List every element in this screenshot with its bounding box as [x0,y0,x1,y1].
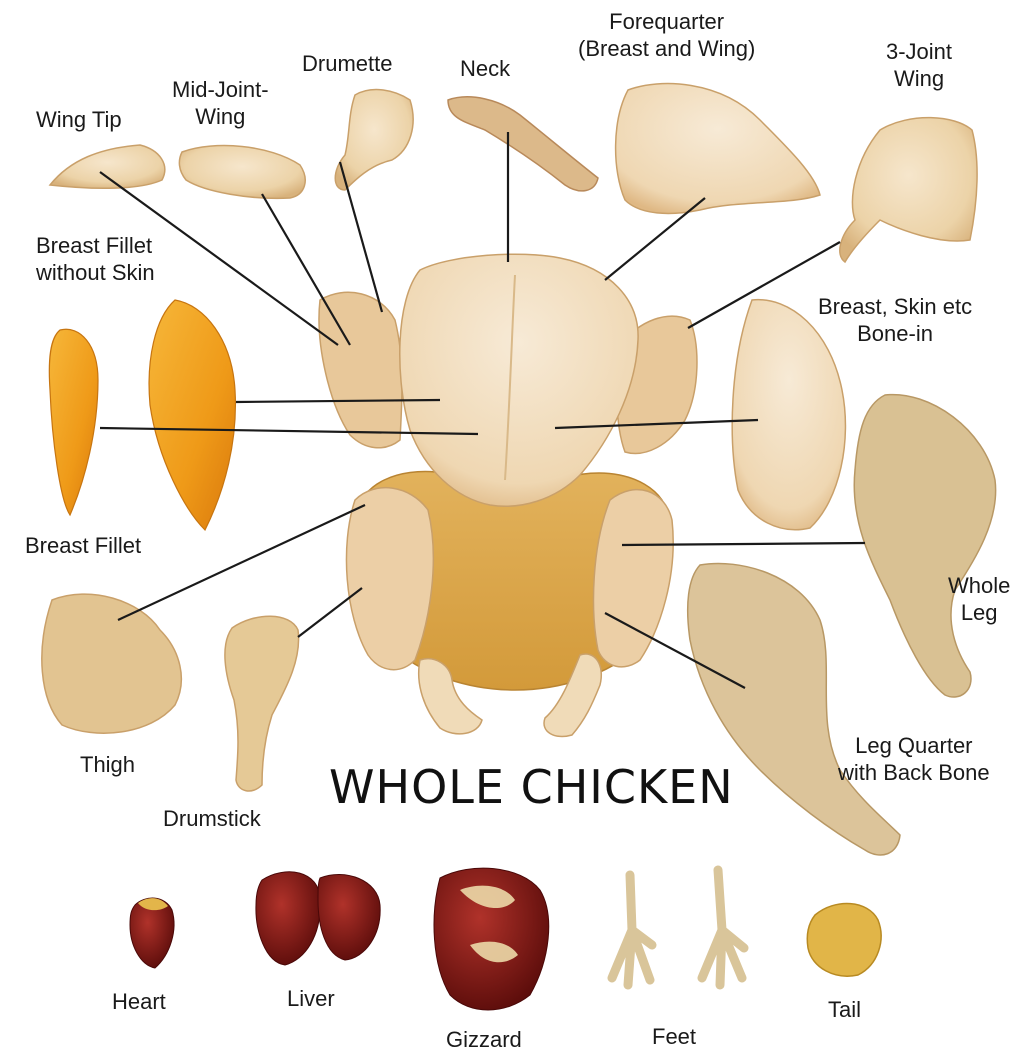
breast-fillet-piece [49,329,98,515]
label-neck: Neck [460,55,510,82]
whole-leg-piece [854,395,995,697]
three-joint-wing-piece [840,118,977,262]
label-breast-fillet-without-skin: Breast Fillet without Skin [36,232,155,286]
wing-tip-piece [50,145,165,188]
label-breast-bone-in: Breast, Skin etc Bone-in [818,293,972,347]
thigh-piece [42,594,181,733]
label-drumstick: Drumstick [163,805,261,832]
diagram-title: WHOLE CHICKEN [329,760,734,814]
tail-piece [807,904,881,977]
label-heart: Heart [112,988,166,1015]
label-breast-fillet: Breast Fillet [25,532,141,559]
breast-fillet-without-skin-piece [149,300,235,530]
leader-drumette [340,162,382,312]
label-drumette: Drumette [302,50,392,77]
label-feet: Feet [652,1023,696,1050]
label-tail: Tail [828,996,861,1023]
label-liver: Liver [287,985,335,1012]
liver-piece-right [318,874,380,960]
drumette-piece [335,90,413,190]
drumstick-piece [225,616,299,791]
label-three-joint-wing: 3-Joint Wing [886,38,952,92]
label-forequarter: Forequarter (Breast and Wing) [578,8,755,62]
label-wing-tip: Wing Tip [36,106,122,133]
whole-chicken-illustration [319,254,697,736]
liver-piece-left [256,872,320,965]
leader-thigh [118,505,365,620]
mid-joint-wing-piece [179,146,305,199]
label-leg-quarter: Leg Quarter with Back Bone [838,732,990,786]
label-mid-joint-wing: Mid-Joint- Wing [172,76,269,130]
label-whole-leg: Whole Leg [948,572,1010,626]
label-gizzard: Gizzard [446,1026,522,1053]
neck-piece [448,97,598,191]
feet-pieces [612,870,744,985]
forequarter-piece [616,84,820,214]
label-thigh: Thigh [80,751,135,778]
